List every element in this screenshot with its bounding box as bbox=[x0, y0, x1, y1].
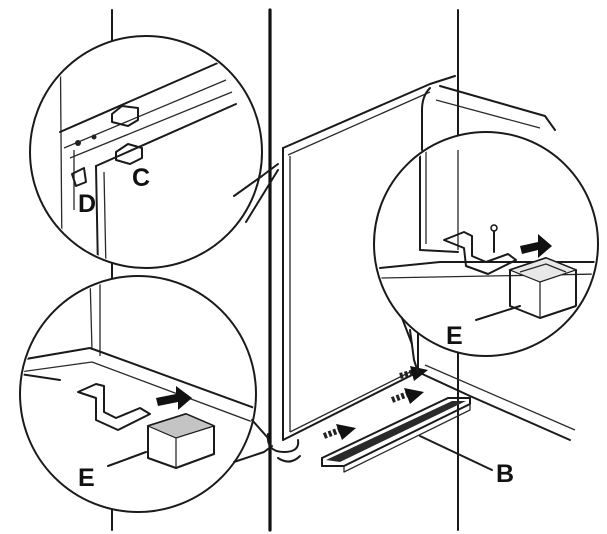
label-b: B bbox=[496, 460, 514, 488]
leader-e-bottom bbox=[107, 451, 147, 467]
zoom-circle-right bbox=[373, 131, 599, 373]
appliance-door bbox=[266, 75, 576, 463]
leader-e-top bbox=[475, 305, 521, 321]
label-e-bottom: E bbox=[78, 464, 95, 492]
zoom-circle-top bbox=[29, 35, 279, 269]
zoom-circle-bottom bbox=[19, 275, 273, 513]
label-e-top: E bbox=[446, 322, 463, 350]
cabinet-lines bbox=[111, 8, 459, 532]
label-c: C bbox=[132, 164, 150, 192]
label-d: D bbox=[78, 190, 96, 218]
leader-b bbox=[419, 435, 493, 471]
dashed-arrows bbox=[322, 366, 428, 440]
ventilation-strip bbox=[321, 397, 471, 473]
